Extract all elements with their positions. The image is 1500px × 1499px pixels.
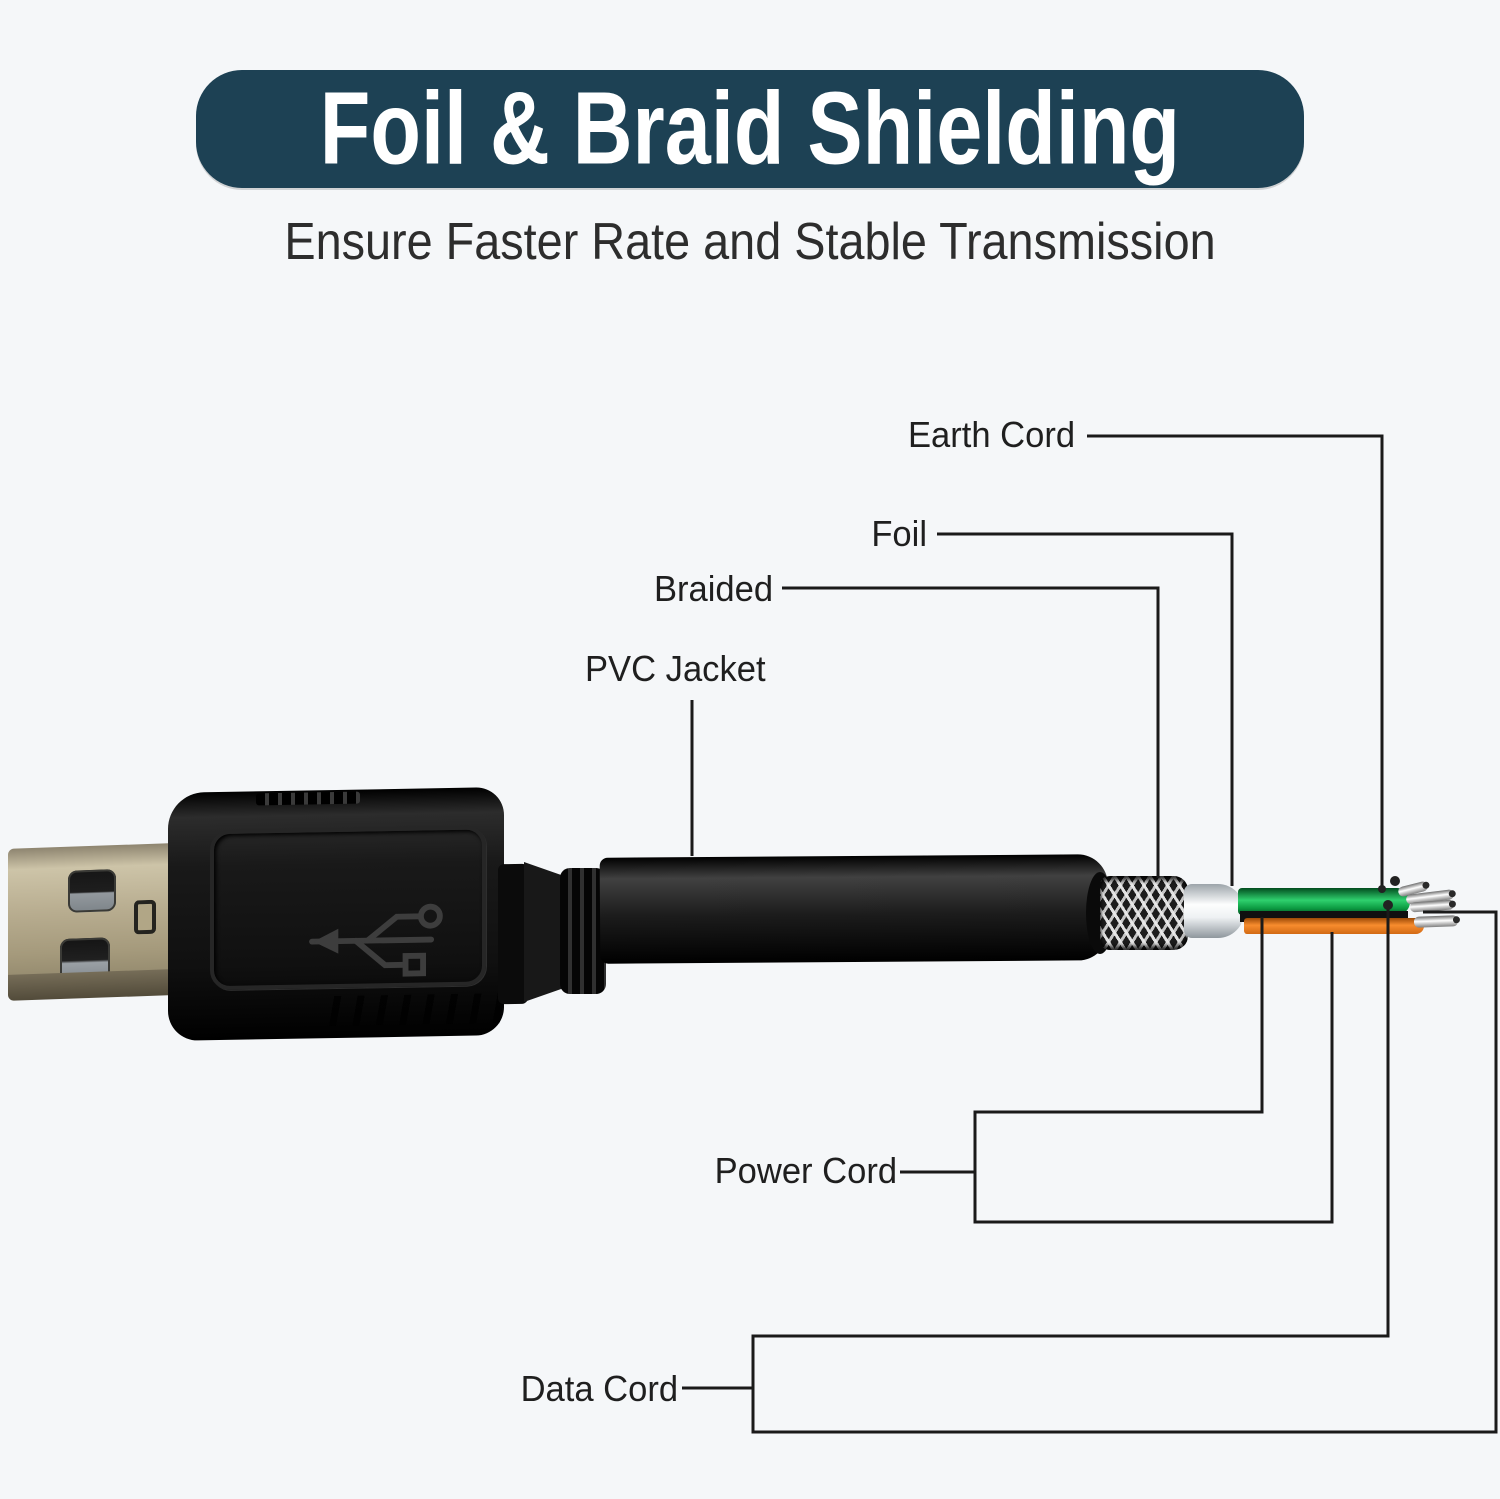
label-earth-cord: Earth Cord (907, 414, 1075, 455)
title-banner: Foil & Braid Shielding (196, 70, 1304, 188)
label-foil: Foil (871, 513, 927, 554)
strain-relief-rings (560, 868, 606, 994)
label-data-cord: Data Cord (520, 1368, 678, 1409)
pvc-jacket (599, 854, 1109, 964)
usb-plug-embossed-panel (210, 825, 486, 991)
usb-plug-metal-underside (8, 969, 172, 1001)
wire-tip-nub (1390, 876, 1400, 886)
usb-plug-grip-ridges (256, 791, 360, 806)
label-pvc-jacket: PVC Jacket (585, 648, 766, 689)
usb-plug-hole-top (68, 869, 116, 913)
usb-trident-icon (309, 903, 443, 977)
strain-relief-collar (498, 863, 528, 1005)
label-braided: Braided (653, 568, 773, 609)
power-wire-orange (1244, 918, 1424, 934)
usb-plug-body (168, 787, 508, 1041)
bare-wire-pin (1413, 915, 1459, 928)
bare-wire-pin (1409, 899, 1455, 913)
page-title: Foil & Braid Shielding (319, 71, 1181, 186)
foil-shield (1184, 884, 1244, 938)
usb-plug-metal-tip (8, 843, 172, 984)
usb-plug-bottom-ridges (318, 992, 508, 1027)
page-subtitle: Ensure Faster Rate and Stable Transmissi… (284, 213, 1216, 271)
strain-relief-taper (524, 862, 564, 1002)
usb-plug-slot (134, 899, 156, 935)
braided-shield (1100, 876, 1188, 950)
